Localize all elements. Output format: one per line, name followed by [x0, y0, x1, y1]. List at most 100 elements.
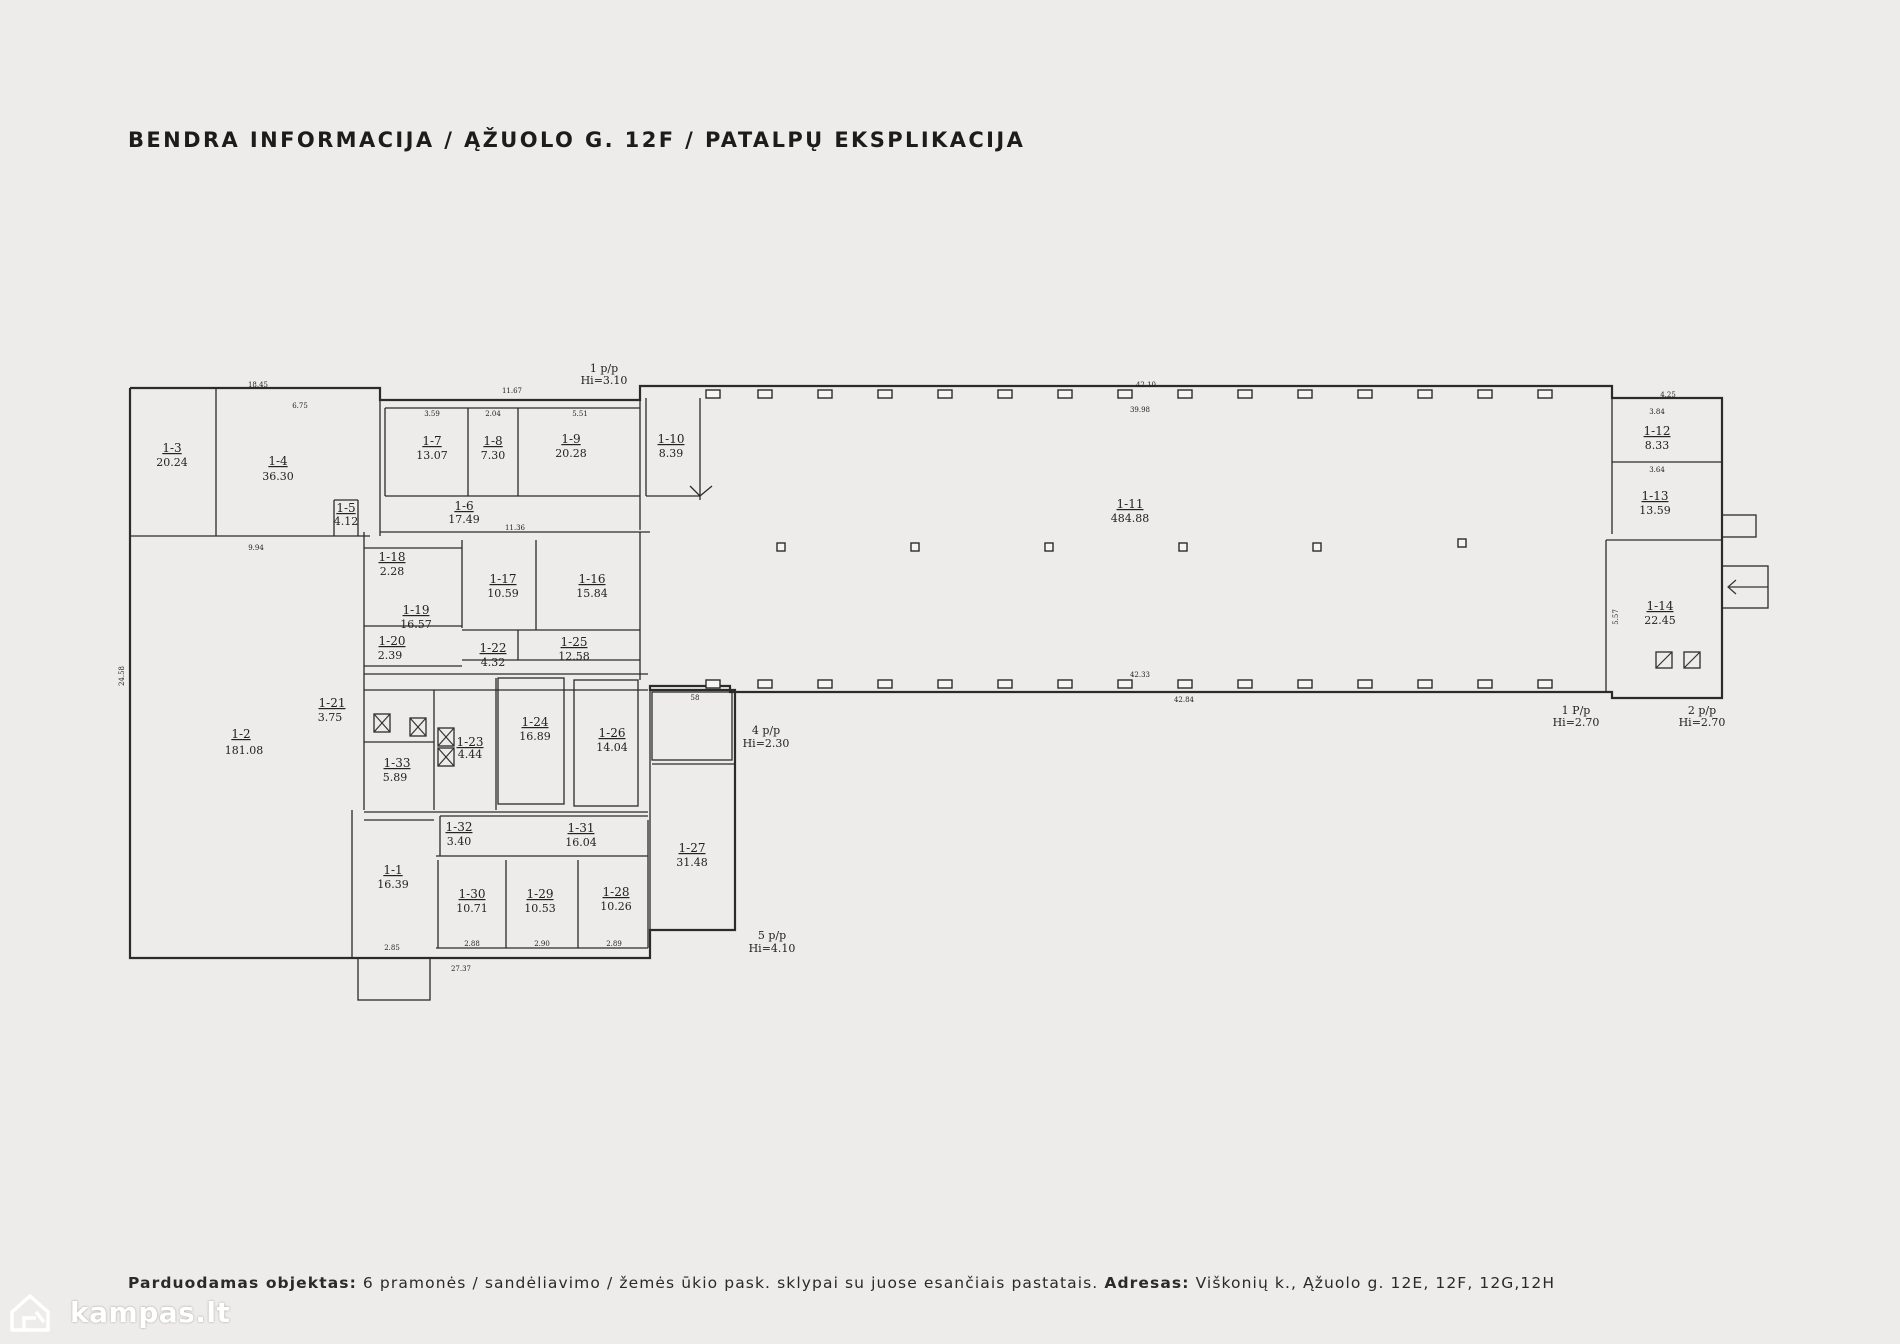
room-id: 1-24 — [522, 715, 549, 729]
entry-label: 2 p/p — [1688, 704, 1716, 717]
room-area: 12.58 — [558, 650, 590, 663]
dimension: 3.59 — [424, 410, 440, 418]
room-area: 36.30 — [262, 470, 294, 483]
kampas-logo[interactable]: kampas.lt — [8, 1292, 230, 1332]
room-id: 1-14 — [1647, 599, 1674, 613]
hall-windows — [705, 389, 1553, 689]
dimension: 39.98 — [1130, 406, 1150, 414]
room-area: 22.45 — [1644, 614, 1676, 627]
entry-label: 5 p/p — [758, 929, 786, 942]
dimension: 3.64 — [1649, 466, 1665, 474]
room-id: 1-1 — [383, 863, 402, 877]
room-id: 1-7 — [422, 434, 441, 448]
entry-height: Hi=2.30 — [743, 737, 790, 750]
room-area: 15.84 — [576, 587, 608, 600]
room-area: 3.40 — [447, 835, 472, 848]
room-area: 31.48 — [676, 856, 708, 869]
dimension: 2.89 — [606, 940, 622, 948]
room-area: 17.49 — [448, 513, 480, 526]
room-area: 2.28 — [380, 565, 405, 578]
room-id: 1-21 — [319, 696, 346, 710]
object-value: 6 pramonės / sandėliavimo / žemės ūkio p… — [362, 1274, 1099, 1292]
room-area: 3.75 — [318, 711, 343, 724]
room-area: 10.53 — [524, 902, 556, 915]
room-id: 1-29 — [527, 887, 554, 901]
room-id: 1-4 — [268, 454, 288, 468]
object-label: Parduodamas objektas: — [128, 1274, 357, 1292]
address-value: Viškonių k., Ąžuolo g. 12E, 12F, 12G,12H — [1195, 1274, 1556, 1292]
dimension: 3.84 — [1649, 408, 1665, 416]
room-id: 1-3 — [162, 441, 181, 455]
house-icon — [10, 1294, 50, 1332]
room-area: 2.39 — [378, 649, 403, 662]
room-id: 1-6 — [454, 499, 473, 513]
room-id: 1-25 — [561, 635, 588, 649]
room-area: 14.04 — [596, 741, 628, 754]
room-area: 16.57 — [400, 618, 432, 631]
room-id: 1-8 — [483, 434, 502, 448]
entry-height: Hi=4.10 — [749, 942, 796, 955]
footer-info: Parduodamas objektas: 6 pramonės / sandė… — [128, 1274, 1555, 1292]
interior-walls — [130, 388, 1722, 958]
room-id: 1-32 — [446, 820, 473, 834]
room-area: 10.26 — [600, 900, 632, 913]
dimension: 24.58 — [118, 666, 126, 686]
dimension: 42.10 — [1136, 381, 1156, 389]
logo-text: kampas.lt — [70, 1295, 231, 1329]
entry-label: 1 P/p — [1562, 704, 1591, 717]
room-area: 16.89 — [519, 730, 551, 743]
room-id: 1-30 — [459, 887, 486, 901]
room-id: 1-5 — [336, 501, 355, 515]
room-area: 20.24 — [156, 456, 188, 469]
room-area: 16.39 — [377, 878, 409, 891]
room-labels: 1-3 20.24 1-4 36.30 1-5 4.12 1-7 13.07 1… — [156, 424, 1676, 915]
dimension: 42.84 — [1174, 696, 1195, 704]
room-id: 1-33 — [384, 756, 411, 770]
room-id: 1-20 — [379, 634, 406, 648]
entry-label: 1 p/p — [590, 362, 618, 375]
dimension: 11.67 — [502, 387, 522, 395]
dimension: 42.33 — [1130, 671, 1150, 679]
room-id: 1-12 — [1644, 424, 1671, 438]
dimension: 5.51 — [572, 410, 588, 418]
room-id: 1-22 — [480, 641, 507, 655]
address-label: Adresas: — [1104, 1274, 1190, 1292]
dimension: 4.25 — [1660, 391, 1676, 399]
entry-height: Hi=3.10 — [581, 374, 628, 387]
dimension: 9.94 — [248, 544, 264, 552]
room-area: 13.59 — [1639, 504, 1671, 517]
room-area: 8.39 — [659, 447, 684, 460]
room-area: 8.33 — [1645, 439, 1670, 452]
room-id: 1-31 — [568, 821, 595, 835]
dimension: 2.88 — [464, 940, 480, 948]
room-id: 1-2 — [231, 727, 250, 741]
entry-label: 4 p/p — [752, 724, 780, 737]
room-area: 5.89 — [383, 771, 408, 784]
room-area: 484.88 — [1111, 512, 1150, 525]
room-id: 1-9 — [561, 432, 580, 446]
room-area: 16.04 — [565, 836, 597, 849]
dimension: 2.90 — [534, 940, 550, 948]
room-id: 1-11 — [1117, 497, 1144, 511]
dimension: 6.75 — [292, 402, 308, 410]
room-area: 181.08 — [225, 744, 264, 757]
dimension: 5.57 — [1612, 609, 1620, 625]
room-area: 7.30 — [481, 449, 506, 462]
entry-height: Hi=2.70 — [1553, 716, 1600, 729]
room-area: 10.59 — [487, 587, 519, 600]
dimension: 2.85 — [384, 944, 400, 952]
room-id: 1-28 — [603, 885, 630, 899]
room-id: 1-16 — [579, 572, 606, 586]
room-id: 1-10 — [658, 432, 685, 446]
room-id: 1-23 — [457, 735, 484, 749]
dimension: 18.45 — [248, 381, 268, 389]
dimension: 27.37 — [451, 965, 471, 973]
entry-notes: 1 p/p Hi=3.10 1 P/p Hi=2.70 2 p/p Hi=2.7… — [581, 362, 1726, 955]
room-id: 1-19 — [403, 603, 430, 617]
room-id: 1-27 — [679, 841, 706, 855]
dimension-labels: 18.45 6.75 11.67 42.10 39.98 4.25 42.33 … — [118, 381, 1676, 973]
room-area: 10.71 — [456, 902, 488, 915]
room-id: 1-18 — [379, 550, 406, 564]
outer-walls — [128, 384, 1769, 1001]
